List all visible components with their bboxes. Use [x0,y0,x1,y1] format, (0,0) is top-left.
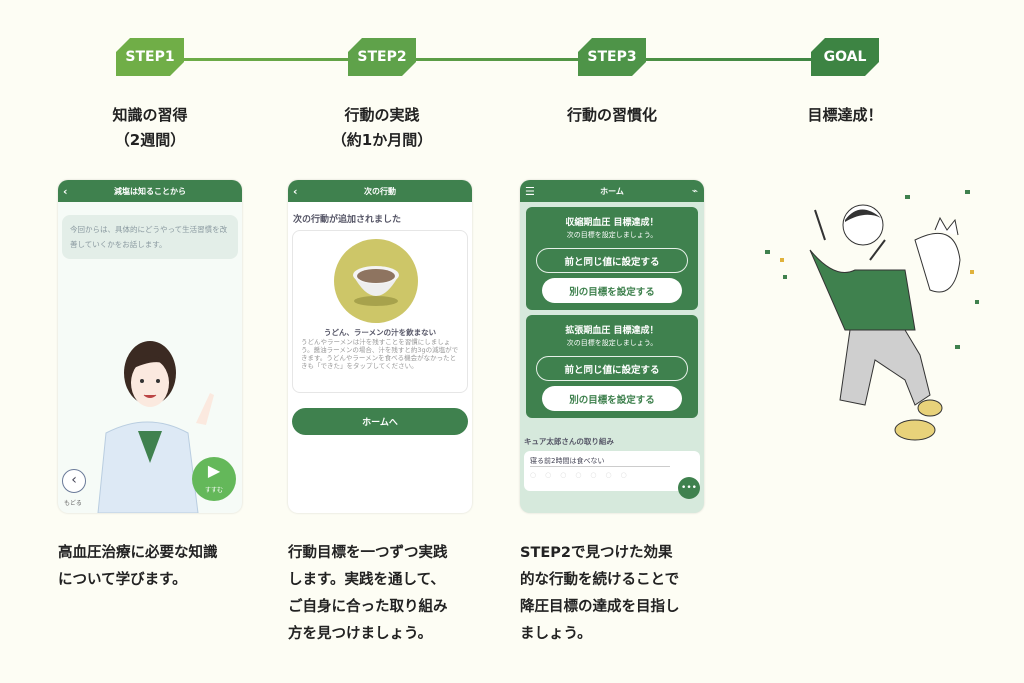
step2-badge: STEP2 [348,38,416,76]
goal-card-diastolic: 拡張期血圧 目標達成！次の目標を設定しましょう。 前と同じ値に設定する 別の目標… [526,315,698,418]
back-chevron-icon[interactable]: ‹ [63,184,68,198]
step3-description: STEP2で見つけた効果的な行動を続けることで降圧目標の達成を目指しましょう。 [520,545,680,642]
next-button[interactable]: ▶すすむ [192,457,236,501]
celebrating-man-with-cat-illustration [765,190,979,441]
goal-title: 目標達成！ [807,106,883,124]
step2-title: 行動の実践（約1か月間） [331,106,433,149]
keep-same-value-button[interactable]: 前と同じ値に設定する [536,356,688,381]
chat-icon[interactable]: ••• [678,477,700,499]
card-body: うどんやラーメンは汁を残すことを習慣にしましょう。醤油ラーメンの場合、汁を残すと… [301,338,459,370]
habit-item[interactable]: 寝る前2時間は食べない○○○○○○○ [524,451,700,491]
menu-icon[interactable]: ☰ [525,184,535,198]
nurse-illustration [97,341,214,513]
heading: 次の行動が追加されました [293,215,402,225]
step3-title: 行動の習慣化 [566,106,657,124]
step2-description: 行動目標を一つずつ実践します。実践を通して、ご自身に合った取り組み方を見つけまし… [288,545,448,642]
step1-title: 知識の習得（2週間） [112,106,188,149]
step1-badge: STEP1 [116,38,184,76]
home-button[interactable]: ホームへ [292,408,468,435]
step3-badge: STEP3 [578,38,646,76]
step1-description: 高血圧治療に必要な知識について学びます。 [58,545,218,588]
back-chevron-icon[interactable]: ‹ [293,184,298,198]
phone-step1: ‹ 減塩は知ることから 今回からは、具体的にどうやって生活習慣を改善していくかをお… [58,180,242,513]
progress-line [150,58,850,61]
phone-step2: ‹ 次の行動 次の行動が追加されました うどん、ラーメンの汁を飲まない うどんやラ… [288,180,472,513]
goal-card-systolic: 収縮期血圧 目標達成！次の目標を設定しましょう。 前と同じ値に設定する 別の目標… [526,207,698,310]
screen-title: 減塩は知ることから [114,186,186,196]
screen-title: ホーム [600,186,624,196]
goal-badge: GOAL [811,38,879,76]
back-label: もどる [64,500,82,507]
keep-same-value-button[interactable]: 前と同じ値に設定する [536,248,688,273]
phone-step3: ☰ ホーム ⌁ 収縮期血圧 目標達成！次の目標を設定しましょう。 前と同じ値に設定す… [520,180,704,513]
back-button[interactable]: ‹ [62,469,86,493]
set-new-goal-button[interactable]: 別の目標を設定する [542,278,682,303]
action-card: うどん、ラーメンの汁を飲まない うどんやラーメンは汁を残すことを習慣にしましょう… [292,230,468,393]
screen-title: 次の行動 [364,186,396,196]
set-new-goal-button[interactable]: 別の目標を設定する [542,386,682,411]
section-title: キュア太郎さんの取り組み [524,437,614,446]
card-title: うどん、ラーメンの汁を飲まない [323,328,437,337]
vitals-chart-icon[interactable]: ⌁ [691,185,698,197]
speech-bubble: 今回からは、具体的にどうやって生活習慣を改善していくかをお話します。 [62,215,238,259]
ramen-bowl-icon [334,239,418,323]
